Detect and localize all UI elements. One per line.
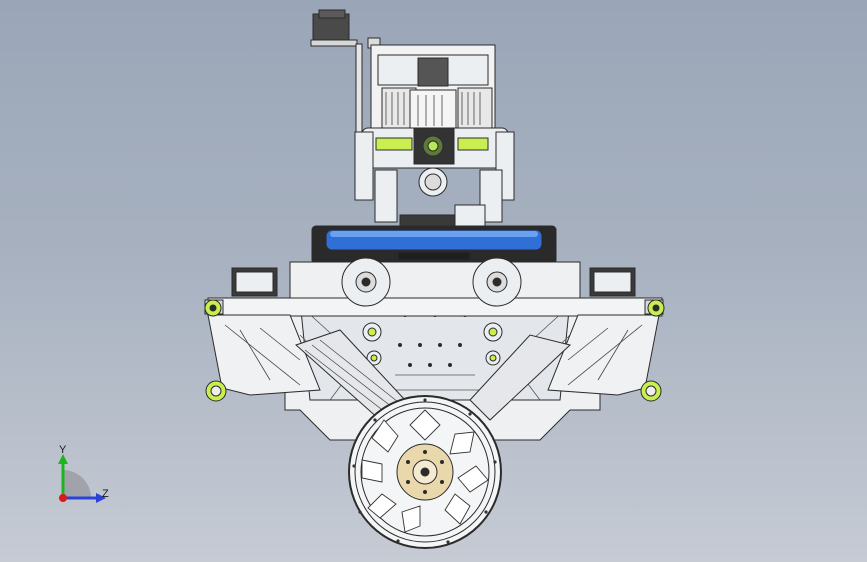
truss-left [207, 314, 321, 396]
top-sensor [310, 9, 381, 135]
caster-right-bottom [640, 380, 662, 402]
pulley-lower-left [362, 322, 382, 342]
pulley-right [472, 257, 522, 307]
camera-gimbal [354, 127, 515, 223]
pulley-mid-left [366, 350, 382, 366]
z-axis-arrow-icon [96, 493, 106, 503]
triad-plane-shading [63, 470, 91, 498]
x-axis-origin-icon [59, 494, 67, 502]
belt-drive [295, 329, 572, 421]
caster-left-bottom [205, 380, 227, 402]
caster-right-top [647, 299, 665, 317]
z-axis-label: Z [102, 488, 109, 500]
pulley-left [341, 257, 391, 307]
pulley-lower-right [483, 322, 503, 342]
y-axis-label: Y [59, 444, 67, 456]
side-motor-right [589, 267, 636, 297]
robot-model[interactable] [204, 9, 665, 549]
electronics-stack [370, 44, 496, 131]
side-motor-left [231, 267, 278, 297]
pulley-mid-right [485, 350, 501, 366]
crossbar [204, 297, 664, 317]
caster-left-top [204, 299, 222, 317]
truss-right [547, 314, 660, 396]
drive-wheel [348, 395, 502, 549]
axis-triad: Y Z [58, 444, 109, 503]
top-plate [311, 225, 557, 265]
y-axis-arrow-icon [58, 454, 68, 464]
